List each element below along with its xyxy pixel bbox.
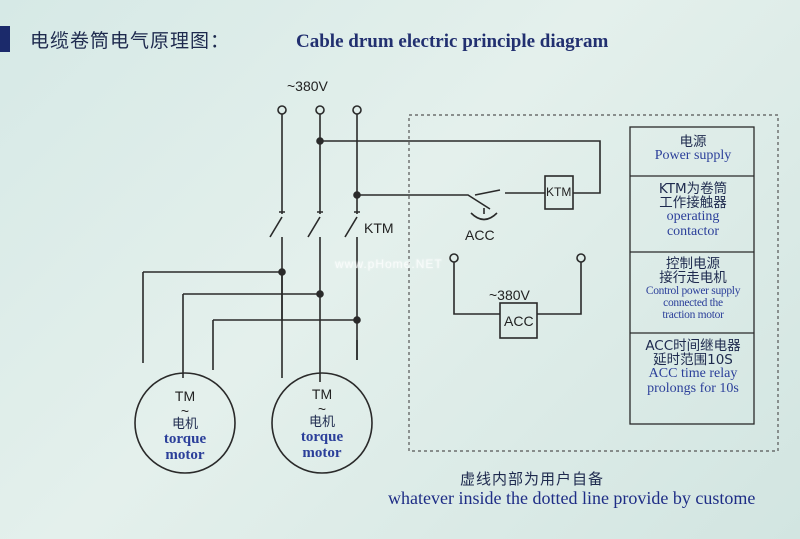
supply-label: ~380V [287,78,328,94]
ktm-coil-label: KTM [546,185,572,199]
bus-l2 [182,293,320,378]
title-english: Cable drum electric principle diagram [296,31,609,52]
legend-control-power: 控制电源 接行走电机 Control power supply connecte… [645,256,741,322]
motor-1 [134,372,236,474]
ktm-contact-3 [344,210,358,240]
acc-wire-left [453,262,500,315]
acc-coil [499,302,538,339]
page-header: 电缆卷筒电气原理图： Cable drum electric principle… [0,18,800,58]
terminal-l2 [315,105,325,115]
header-accent-bar [0,26,10,52]
terminal-l3 [352,105,362,115]
legend-table [629,126,755,425]
legend-ktm-contactor: KTM为卷筒 工作接触器 operating contactor [658,181,728,240]
watermark-text: www.pHome.NET [335,257,443,271]
ktm-contactor-label: KTM [364,220,394,236]
ktm-coil [544,175,574,210]
ktm-contact-1 [269,210,283,240]
acc-coil-label: ACC [504,313,534,329]
control-wire-l2 [320,140,601,194]
footer-note-chinese: 虚线内部为用户自备 [460,470,605,488]
acc-wire-right [537,262,582,315]
legend-acc-relay: ACC时间继电器 延时范围10S ACC time relay prolongs… [645,338,741,397]
acc-contact-arc [470,212,498,221]
bus-l3 [212,319,357,370]
customer-boundary [408,114,779,452]
legend-power-supply: 电源 Power supply [654,134,732,164]
motor-1-label: TM ~ 电机 torque motor [163,388,207,463]
footer-note-english: whatever inside the dotted line provide … [388,488,756,508]
acc-terminal-right [576,253,586,263]
acc-contact-label: ACC [465,227,495,243]
acc-terminal-left [449,253,459,263]
title-chinese: 电缆卷筒电气原理图： [30,30,231,52]
acc-contact [474,189,545,196]
motor-2 [271,372,373,474]
bus-l1 [142,271,282,363]
control-wire-l3 [357,194,491,210]
acc-supply-label: ~380V [489,287,530,303]
terminal-l1 [277,105,287,115]
motor-2-label: TM ~ 电机 torque motor [300,386,344,461]
ktm-contact-2 [307,210,321,240]
